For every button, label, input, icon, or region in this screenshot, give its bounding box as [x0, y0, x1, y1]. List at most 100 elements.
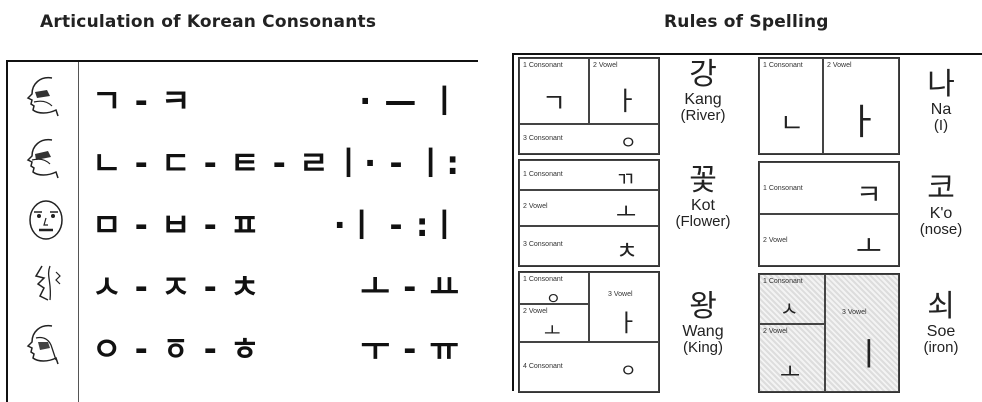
cell-label: 1 Consonant — [763, 62, 803, 69]
jamo: ㅏ — [616, 309, 639, 337]
jamo-cell: 2 Vowel ㅗ — [519, 190, 659, 226]
spelling-block-soe: 1 Consonant ㅅ 2 Vowel ㅗ 3 Vowel ㅣ — [758, 273, 900, 393]
jamo: ㅏ — [614, 87, 638, 117]
syllable-meaning: (Flower) — [675, 213, 731, 230]
vowel-group: ㅜ - ㅠ — [360, 330, 460, 368]
cell-label: 2 Vowel — [763, 328, 788, 335]
cell-label: 2 Vowel — [523, 308, 548, 315]
cell-label: 4 Consonant — [523, 363, 563, 370]
jamo-cell: 1 Consonant ㄲ — [519, 160, 659, 191]
jamo-cell: 3 Consonant ㅇ — [519, 124, 659, 154]
syllable-romanization: Kot — [690, 197, 715, 214]
jamo: ㅇ — [620, 133, 637, 154]
jamo: ㅊ — [616, 237, 639, 265]
jamo: ㄲ — [616, 167, 635, 191]
syllable-meaning: (River) — [680, 107, 726, 124]
jamo-cell: 4 Consonant ㅇ — [519, 342, 659, 392]
syllable-wang: 왕 Wang (King) — [658, 291, 748, 356]
cell-label: 3 Consonant — [523, 135, 563, 142]
jamo: ㅗ — [780, 361, 801, 386]
syllable-hangul: 꽃 — [689, 163, 717, 198]
spelling-block-wang: 1 Consonant ㅇ 2 Vowel ㅗ 3 Vowel ㅏ 4 Cons… — [518, 271, 660, 393]
side-profile-icon — [26, 138, 59, 179]
cell-label: 1 Consonant — [523, 171, 563, 178]
spelling-block-kang: 1 Consonant ㄱ 2 Vowel ㅏ 3 Consonant ㅇ — [518, 57, 660, 155]
cell-label: 2 Vowel — [593, 62, 618, 69]
cell-label: 3 Vowel — [608, 291, 633, 298]
syllable-kang: 강 Kang (River) — [658, 59, 748, 124]
consonant-articulation-panel: ㄱ - ㅋ · — ㅣ ㄴ - ㄷ - ㅌ - ㄹ ㅣ· - ㅣ: ㅁ - ㅂ … — [6, 60, 478, 402]
jamo: ㅗ — [616, 201, 637, 226]
jamo: ㅇ — [620, 361, 637, 382]
side-profile-icon — [26, 76, 59, 117]
jamo-cell: 1 Consonant ㄴ — [759, 58, 823, 154]
jamo-cell: 3 Consonant ㅊ — [519, 226, 659, 266]
jamo: ㅏ — [846, 102, 880, 143]
syllable-romanization: Wang — [682, 323, 724, 340]
jamo-cell: 1 Consonant ㅋ — [759, 162, 899, 214]
jamo: ㅅ — [780, 297, 799, 321]
articulation-row-velar: ㄱ - ㅋ · — ㅣ — [8, 66, 478, 128]
consonant-group: ㄴ - ㄷ - ㅌ - ㄹ — [92, 144, 330, 182]
jamo-cell: 2 Vowel ㅏ — [589, 58, 659, 124]
articulation-row-bilabial: ㅁ - ㅂ - ㅍ ·ㅣ - :ㅣ — [8, 190, 478, 252]
spelling-block-kot: 1 Consonant ㄲ 2 Vowel ㅗ 3 Consonant ㅊ — [518, 159, 660, 267]
spelling-block-ko: 1 Consonant ㅋ 2 Vowel ㅗ — [758, 161, 900, 267]
jamo: ㄱ — [542, 89, 566, 119]
cell-label: 1 Consonant — [763, 278, 803, 285]
jamo-cell: 3 Vowel ㅏ — [589, 272, 659, 342]
syllable-hangul: 코 — [927, 171, 955, 206]
syllable-hangul: 나 — [927, 67, 955, 102]
consonant-group: ㄱ - ㅋ — [92, 82, 192, 120]
cell-label: 3 Consonant — [523, 241, 563, 248]
jamo: ㅗ — [856, 230, 882, 263]
syllable-romanization: Na — [930, 101, 952, 118]
syllable-meaning: (I) — [933, 117, 949, 134]
articulation-row-alveolar: ㄴ - ㄷ - ㅌ - ㄹ ㅣ· - ㅣ: — [8, 128, 478, 190]
face-column-divider — [78, 62, 79, 402]
right-title: Rules of Spelling — [664, 12, 829, 32]
articulation-row-glottal: ㅇ - ㆆ - ㅎ ㅜ - ㅠ — [8, 314, 478, 376]
articulation-row-dental: ㅅ - ㅈ - ㅊ ㅗ - ㅛ — [8, 252, 478, 314]
syllable-na: 나 Na (I) — [898, 69, 982, 134]
jamo-cell: 2 Vowel ㅗ — [759, 214, 899, 266]
consonant-group: ㅅ - ㅈ - ㅊ — [92, 268, 261, 306]
jamo-cell: 1 Consonant ㅅ — [759, 274, 825, 324]
jamo: ㄴ — [780, 109, 804, 139]
teeth-profile-icon — [34, 265, 61, 301]
consonant-group: ㅁ - ㅂ - ㅍ — [92, 206, 261, 244]
syllable-hangul: 쇠 — [927, 289, 955, 324]
syllable-meaning: (nose) — [919, 221, 963, 238]
spelling-block-na: 1 Consonant ㄴ 2 Vowel ㅏ — [758, 57, 900, 155]
syllable-meaning: (King) — [682, 339, 723, 356]
jamo: ㅋ — [856, 178, 882, 211]
jamo: ㅗ — [544, 321, 561, 342]
syllable-meaning: (iron) — [923, 339, 959, 356]
syllable-ko: 코 K'o (nose) — [898, 173, 982, 238]
jamo-cell: 3 Vowel ㅣ — [825, 274, 899, 392]
syllable-soe: 쇠 Soe (iron) — [898, 291, 982, 356]
jamo-cell: 2 Vowel ㅏ — [823, 58, 899, 154]
jamo-cell: 2 Vowel ㅗ — [759, 324, 825, 392]
syllable-hangul: 왕 — [689, 289, 717, 324]
cell-label: 1 Consonant — [763, 185, 803, 192]
consonant-group: ㅇ - ㆆ - ㅎ — [92, 330, 261, 368]
jamo-cell: 1 Consonant ㄱ — [519, 58, 589, 124]
syllable-hangul: 강 — [689, 57, 717, 92]
syllable-romanization: Soe — [926, 323, 956, 340]
jamo-cell: 2 Vowel ㅗ — [519, 304, 589, 342]
cell-label: 2 Vowel — [523, 203, 548, 210]
syllable-kot: 꽃 Kot (Flower) — [658, 165, 748, 230]
vowel-group: · — ㅣ — [359, 82, 460, 120]
jamo-cell: 1 Consonant ㅇ — [519, 272, 589, 308]
vowel-group: ·ㅣ - :ㅣ — [333, 206, 460, 244]
cell-label: 3 Vowel — [842, 309, 867, 316]
cell-label: 2 Vowel — [763, 237, 788, 244]
syllable-romanization: Kang — [684, 91, 722, 108]
throat-profile-icon — [26, 324, 59, 365]
syllable-romanization: K'o — [929, 205, 953, 222]
jamo: ㅇ — [546, 289, 561, 308]
cell-label: 2 Vowel — [827, 62, 852, 69]
vowel-group: ㅗ - ㅛ — [360, 268, 460, 306]
vowel-group: ㅣ· - ㅣ: — [333, 144, 460, 182]
